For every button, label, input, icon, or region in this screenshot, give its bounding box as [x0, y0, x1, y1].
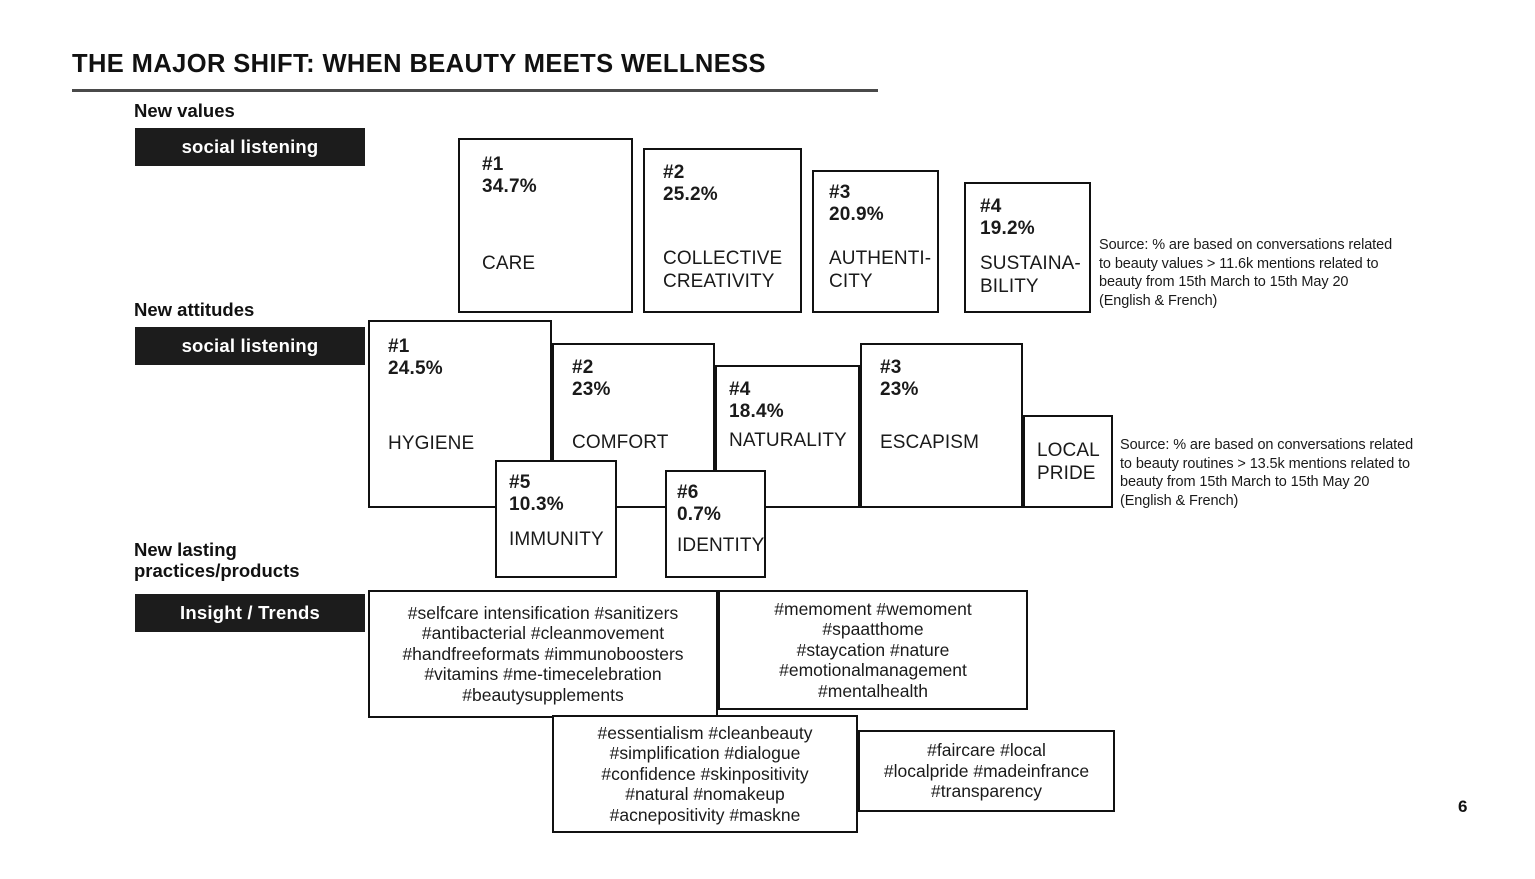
value-rank-2: #2 25.2%: [663, 162, 718, 205]
hashtag-box-selfcare: #selfcare intensification #sanitizers #a…: [368, 590, 718, 718]
tag-social-listening-values: social listening: [135, 128, 365, 166]
value-box-care: #1 34.7% CARE: [458, 138, 633, 313]
attitude-label-hygiene: HYGIENE: [388, 433, 475, 454]
section-heading-new-lasting-practices: New lasting practices/products: [134, 539, 300, 581]
hashtag-box-essentialism: #essentialism #cleanbeauty #simplificati…: [552, 715, 858, 833]
value-box-sustainability: #4 19.2% SUSTAINA- BILITY: [964, 182, 1091, 313]
value-rank-4: #4 19.2%: [980, 196, 1035, 239]
attitude-box-naturality: #4 18.4% NATURALITY: [715, 365, 860, 508]
attitude-rank-2: #2 23%: [572, 357, 611, 400]
attitude-label-local-pride: LOCAL PRIDE: [1037, 440, 1100, 484]
value-box-collective-creativity: #2 25.2% COLLECTIVE CREATIVITY: [643, 148, 802, 313]
section-heading-new-values: New values: [134, 100, 235, 121]
attitude-rank-1: #1 24.5%: [388, 336, 443, 379]
attitude-rank-5: #5 10.3%: [509, 472, 564, 515]
tag-insight-trends: Insight / Trends: [135, 594, 365, 632]
value-label-authenticity: AUTHENTI- CITY: [829, 248, 932, 292]
title-divider: [72, 89, 878, 92]
hashtag-box-memoment: #memoment #wemoment #spaatthome #staycat…: [718, 590, 1028, 710]
attitude-label-immunity: IMMUNITY: [509, 529, 604, 550]
attitude-label-comfort: COMFORT: [572, 432, 669, 453]
page-number: 6: [1458, 797, 1468, 816]
attitude-box-hygiene: #1 24.5% HYGIENE: [368, 320, 552, 508]
source-note-attitudes: Source: % are based on conversations rel…: [1120, 437, 1414, 509]
attitude-box-escapism: #3 23% ESCAPISM: [860, 343, 1023, 508]
tag-social-listening-attitudes: social listening: [135, 327, 365, 365]
attitude-box-immunity: #5 10.3% IMMUNITY: [495, 460, 617, 578]
attitude-label-naturality: NATURALITY: [729, 430, 847, 451]
page-title: THE MAJOR SHIFT: WHEN BEAUTY MEETS WELLN…: [72, 50, 766, 78]
attitude-rank-6: #6 0.7%: [677, 482, 722, 525]
value-label-collective-creativity: COLLECTIVE CREATIVITY: [663, 248, 783, 292]
attitude-label-identity: IDENTITY: [677, 535, 765, 556]
hashtag-box-faircare: #faircare #local #localpride #madeinfran…: [858, 730, 1115, 812]
attitude-rank-4: #4 18.4%: [729, 379, 784, 422]
value-label-care: CARE: [482, 253, 536, 274]
attitude-rank-3: #3 23%: [880, 357, 919, 400]
value-box-authenticity: #3 20.9% AUTHENTI- CITY: [812, 170, 939, 313]
source-note-values: Source: % are based on conversations rel…: [1099, 237, 1393, 309]
value-rank-1: #1 34.7%: [482, 154, 537, 197]
section-heading-new-attitudes: New attitudes: [134, 299, 255, 320]
attitude-box-local-pride: LOCAL PRIDE: [1023, 415, 1113, 508]
value-rank-3: #3 20.9%: [829, 182, 884, 225]
value-label-sustainability: SUSTAINA- BILITY: [980, 253, 1081, 297]
attitude-box-identity: #6 0.7% IDENTITY: [665, 470, 766, 578]
attitude-label-escapism: ESCAPISM: [880, 432, 979, 453]
